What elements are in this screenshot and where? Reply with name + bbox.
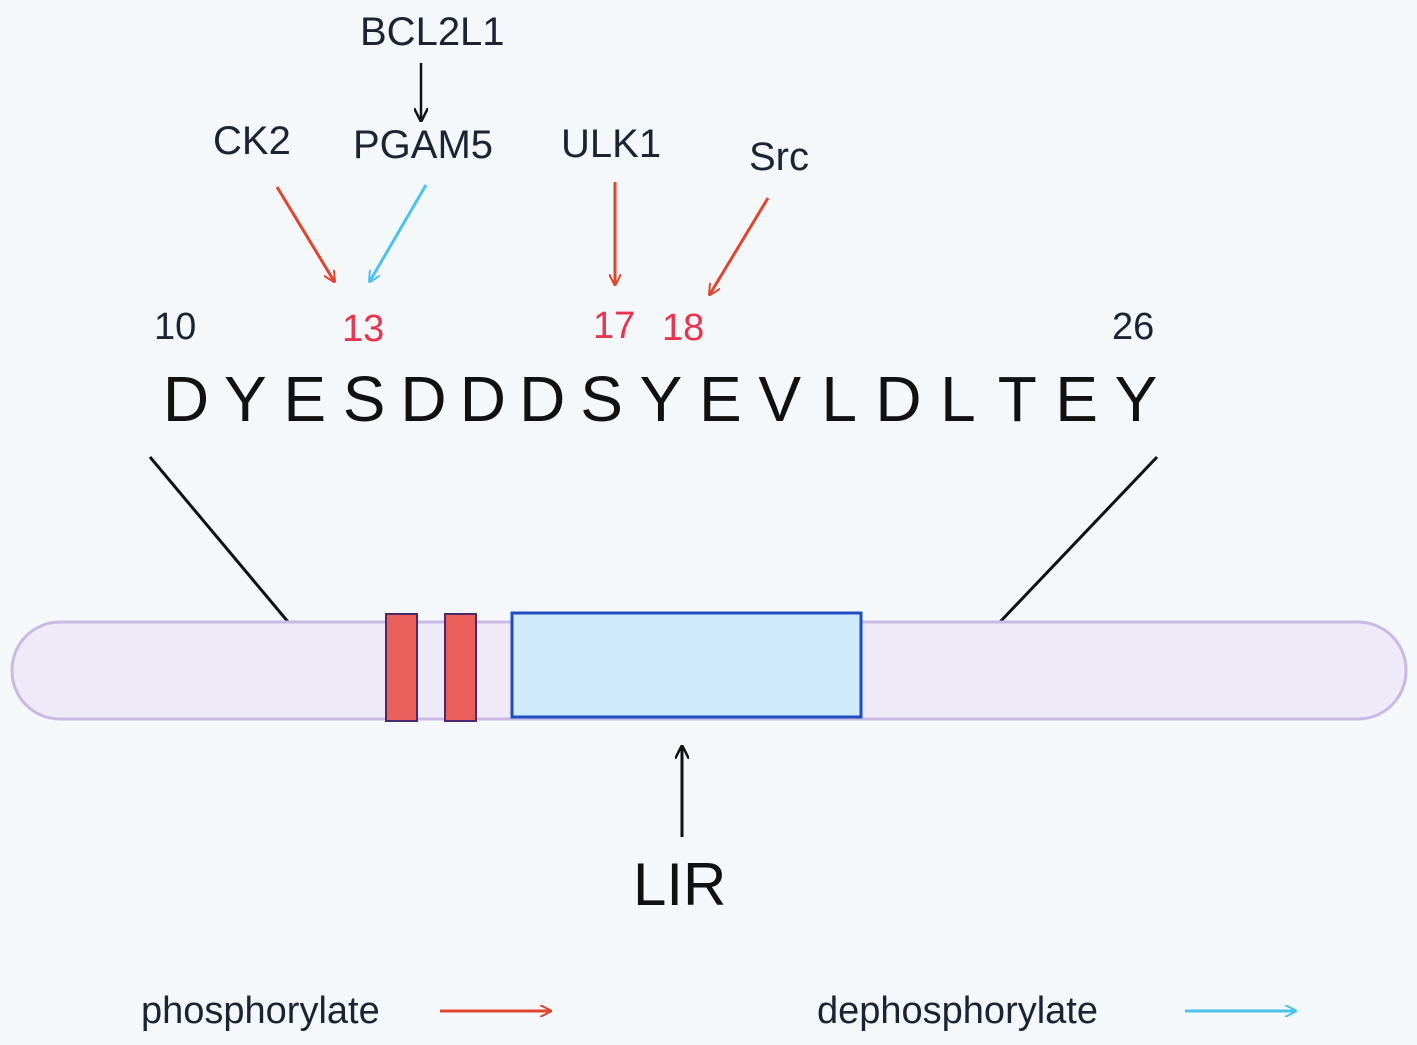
residue-19: E — [699, 363, 742, 435]
position-18-label: 18 — [662, 307, 705, 349]
residue-10: D — [162, 363, 210, 435]
residue-25: E — [1055, 363, 1098, 435]
src-arrow — [710, 197, 770, 294]
residue-13: S — [342, 363, 386, 435]
site-box-1 — [385, 613, 418, 722]
residue-14: D — [400, 363, 447, 435]
position-26-label: 26 — [1112, 306, 1155, 348]
residue-12: E — [283, 363, 327, 435]
residue-15: D — [459, 363, 506, 435]
residue-11: Y — [224, 363, 267, 435]
position-13-label: 13 — [342, 308, 385, 350]
zoom-line-right — [997, 455, 1159, 625]
pgam5-arrow — [370, 184, 428, 281]
lir-domain-box — [510, 611, 863, 719]
residue-16: D — [519, 363, 566, 435]
site-box-2 — [444, 613, 477, 722]
position-10-label: 10 — [154, 306, 197, 348]
residue-22: D — [875, 363, 922, 435]
legend-phosphorylate-label: phosphorylate — [141, 990, 380, 1032]
zoom-line-left — [148, 456, 291, 624]
kinase-src-label: Src — [749, 135, 809, 179]
residue-26: Y — [1114, 363, 1158, 435]
kinase-ck2-label: CK2 — [213, 119, 291, 163]
residue-23: L — [940, 363, 976, 435]
residue-18: Y — [639, 363, 683, 435]
residue-24: T — [997, 363, 1037, 435]
kinase-pgam5-label: PGAM5 — [353, 123, 494, 167]
residue-21: L — [821, 363, 857, 435]
residue-20: V — [758, 363, 802, 435]
ck2-arrow — [275, 186, 334, 281]
residue-17: S — [580, 363, 623, 435]
position-17-label: 17 — [593, 305, 636, 347]
kinase-bcl2l1-label: BCL2L1 — [360, 10, 505, 54]
kinase-ulk1-label: ULK1 — [561, 122, 662, 166]
lir-label: LIR — [633, 851, 727, 918]
legend-dephosphorylate-label: dephosphorylate — [817, 990, 1098, 1032]
